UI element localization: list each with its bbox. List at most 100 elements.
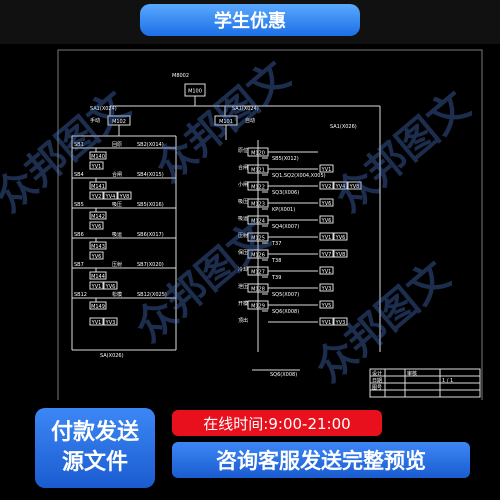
left-step-cond: SB1 [74,142,84,148]
left-step-cond: SB4 [74,172,84,178]
right-step-box-label: M122 [251,185,265,191]
left-output-box [89,221,104,230]
right-step-box-label: M126 [251,253,265,259]
left-branch-cond: SA1(X024) [90,106,117,112]
right-transition: T37 [271,241,281,247]
left-step-cond2: SB7(X020) [137,262,164,268]
right-output-box-label: YV6 [321,218,332,224]
right-transition: SQ1,SQ2(X004,X005) [272,173,326,179]
left-step-box [89,181,107,190]
drawing-frame [57,49,483,403]
right-step-label: 泄压 [238,283,248,290]
left-step-box [89,151,107,160]
left-output-box [89,191,104,200]
right-output-box-label: YV3 [335,320,346,326]
left-output-box [103,281,118,290]
right-transition: T38 [271,258,281,264]
left-step-cond2: SB2(X014) [137,142,164,148]
root-step-label: M100 [188,89,202,95]
right-branch-cond: SA1(X024) [232,106,259,112]
left-step-box [89,241,107,250]
right-transition: SQ6(X008) [272,309,299,315]
right-output-box [347,181,362,190]
left-step-cond: SB7 [74,262,84,268]
top-banner: 学生优惠 [0,0,500,44]
right-step-box-label: M125 [251,236,265,242]
right-output-box-label: YV5 [321,303,332,309]
left-step-box [89,301,107,310]
right-step-box-label: M127 [251,270,265,276]
left-end-cond: SA(X026) [100,353,124,359]
left-output-box-label: YV6 [105,284,116,290]
consult-service-button[interactable]: 咨询客服发送完整预览 [172,442,470,478]
right-output-box [319,249,334,258]
left-step-box-label: M143 [91,244,105,250]
right-mode-step-label: M101 [219,119,233,125]
left-step-box-label: M142 [91,214,105,220]
right-transition: SB5(X012) [272,156,299,162]
right-output-box-label: YV1 [321,235,332,241]
left-step-label: 松模 [112,291,122,298]
right-output-box-label: YV8 [335,252,346,258]
right-mode-label: 自动 [245,117,255,124]
root-label: M8002 [172,73,189,79]
left-output-box-label: YV4 [105,194,116,200]
title-block-sheet: 1 / 1 [442,378,453,384]
right-step-label: 合闸 [238,164,248,171]
right-output-box-label: YV6 [335,235,346,241]
left-step-box-label: M149 [91,304,105,310]
right-output-box [333,249,348,258]
right-output-box-label: YV1 [321,167,332,173]
right-output-box [333,181,348,190]
left-output-box-label: YV1 [91,284,102,290]
right-end-cond: SQ6(X008) [270,372,297,378]
title-block-cell: 设计 [372,370,382,377]
right-output-box [333,232,348,241]
right-step-box-label: M123 [251,202,265,208]
right-step-label: 开模 [238,300,248,307]
top-right-cond: SA1(X026) [330,124,357,130]
right-step-box-label: M121 [251,168,265,174]
right-output-box-label: YV2 [321,184,332,190]
right-step-label: 顶出 [238,317,248,324]
left-step-cond2: SB6(X017) [137,232,164,238]
left-step-label: 吸压 [112,202,122,208]
right-output-box-label: YV1 [321,269,332,275]
left-output-box-label: YV6 [91,254,102,260]
right-step-label: 压射 [238,232,248,239]
pay-send-source-card[interactable]: 付款发送 源文件 [35,408,155,488]
left-step-label: 回原 [112,142,122,148]
right-output-box-label: YV4 [335,184,346,190]
left-output-box [103,191,118,200]
right-output-box-label: YV1 [321,320,332,326]
left-mode-step-label: M102 [112,119,126,125]
right-output-box [319,317,334,326]
left-step-cond: SB5 [74,202,84,208]
left-step-cond2: SB5(X016) [137,202,164,208]
right-output-box [319,283,334,292]
left-step-cond2: SB4(X015) [137,172,164,178]
right-step-label: 吸压 [238,199,248,205]
student-discount-badge[interactable]: 学生优惠 [140,4,360,36]
right-step-box-label: M128 [251,287,265,293]
title-block-cell: 日期 [372,378,382,384]
left-step-box [89,271,107,280]
right-output-box [319,198,334,207]
left-output-box-label: YV1 [91,320,102,326]
right-step-box-label: M120 [251,151,265,157]
right-output-box-label: YV6 [321,201,332,207]
right-output-box [319,164,334,173]
left-output-box [89,251,104,260]
right-output-box-label: YV8 [349,184,360,190]
left-output-box-label: YV2 [91,194,102,200]
left-step-box-label: M140 [91,154,105,160]
right-output-box [319,300,334,309]
left-step-box-label: M141 [91,184,105,190]
left-output-box-label: YV6 [91,224,102,230]
right-transition: SQ4(X007) [272,224,299,230]
right-output-box [333,317,348,326]
title-block-cell: 审核 [407,370,417,377]
bottom-promo-area: 付款发送 源文件 在线时间:9:00-21:00 咨询客服发送完整预览 [0,400,500,500]
right-step-label: 吸运 [238,215,248,222]
